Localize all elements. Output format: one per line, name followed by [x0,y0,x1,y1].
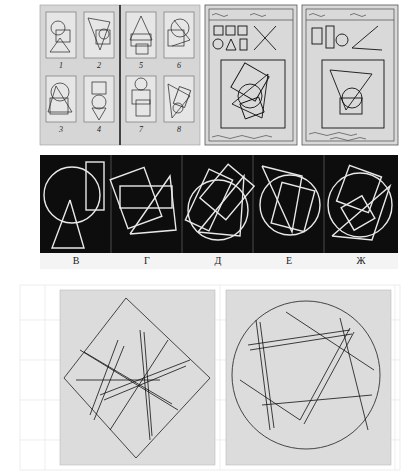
panel-letter: Ж [357,256,366,266]
card-number: 4 [97,126,101,134]
panel-letter: Г [144,256,150,266]
card-number: 2 [97,62,101,70]
panel-letter: В [73,256,80,266]
panel-letter: Е [286,256,292,266]
card-number: 6 [177,62,181,70]
card-number: 3 [59,126,63,134]
card-number: 7 [139,126,143,134]
panel-letter: Д [215,256,222,266]
card-number: 5 [139,62,143,70]
card-number: 8 [177,126,181,134]
card-number: 1 [59,62,63,70]
